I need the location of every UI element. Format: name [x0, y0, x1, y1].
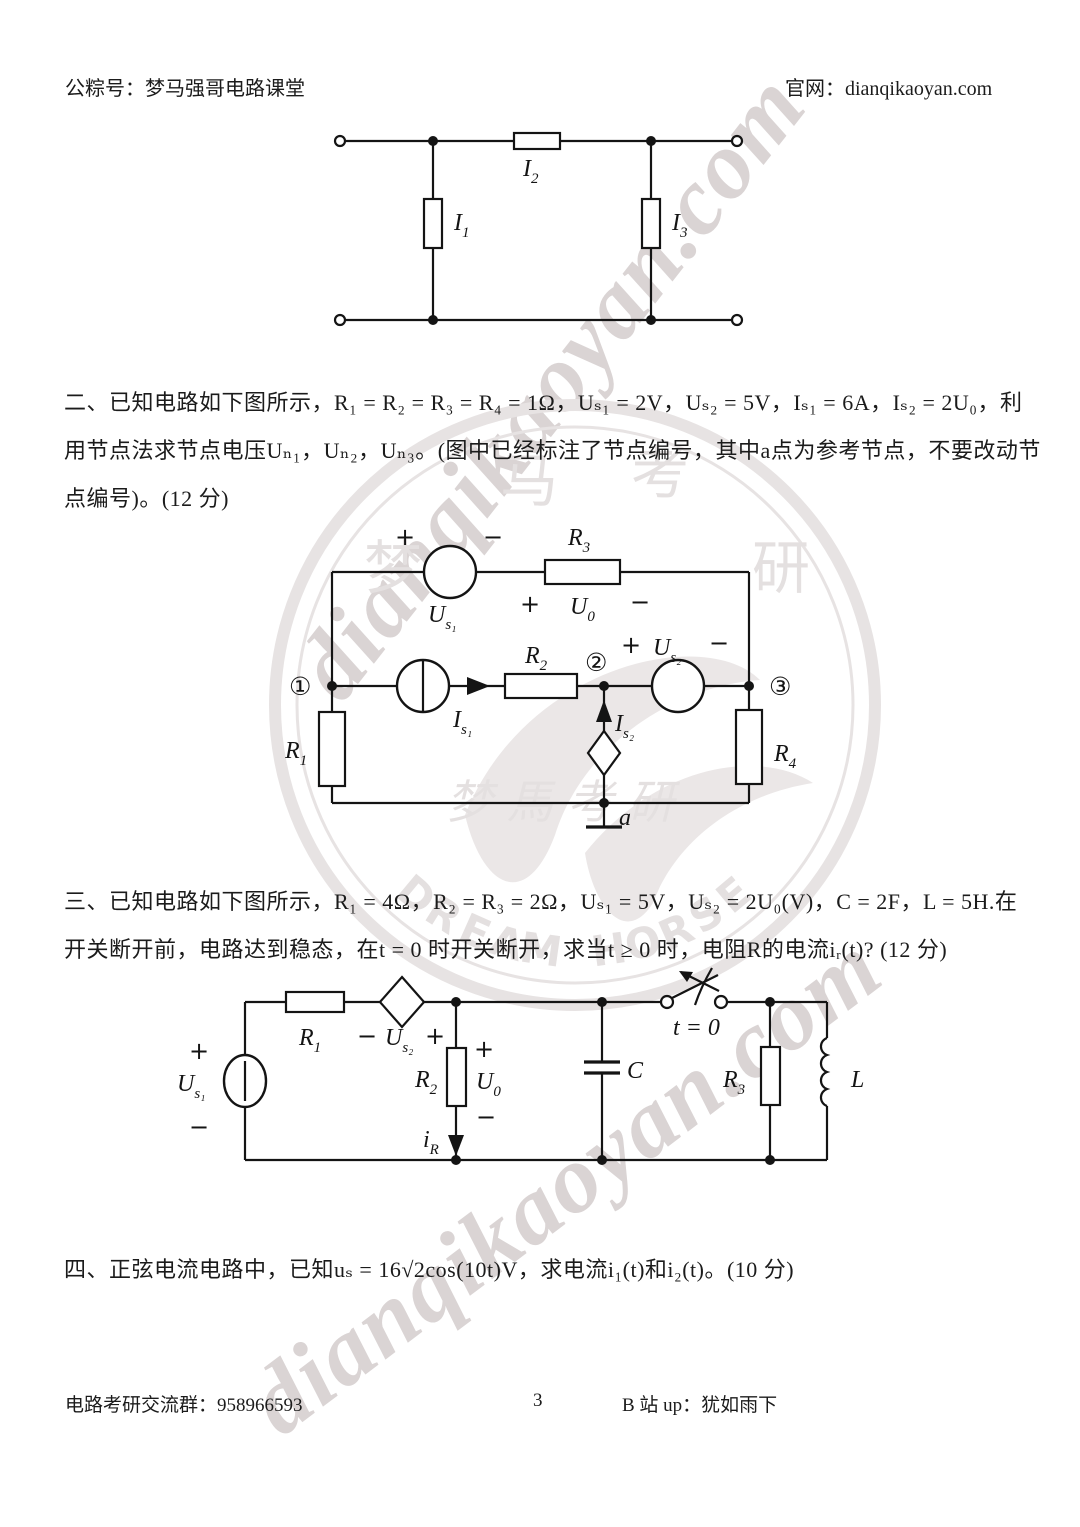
fig1-resistor-I3	[640, 197, 662, 250]
fig2-ref-node-label: a	[619, 805, 631, 831]
fig2-label-Us1: Us₁	[428, 602, 456, 633]
fig3-label-R3: R3	[722, 1067, 745, 1098]
header-account-label: 公粽号：梦马强哥电路课堂	[65, 78, 305, 100]
fig2-label-Is2: Is₂	[614, 711, 634, 742]
svg-text:H: H	[588, 923, 630, 976]
fig3-dependent-source-Us2	[378, 975, 426, 1029]
fig3-label-iR: iR	[423, 1127, 439, 1158]
svg-text:M: M	[517, 922, 565, 976]
fig3-Us1-plus: +	[189, 1037, 209, 1065]
fig3-label-L: L	[850, 1067, 864, 1093]
fig2-label-R1: R1	[285, 738, 307, 769]
watermark-logo: 梦 马 考 研 D R E A M H O R S E 梦 馬 考 研	[269, 399, 881, 1011]
fig2-label-U0: U0	[570, 594, 595, 625]
problem2-line3: 点编号)。(12 分)	[64, 486, 229, 511]
fig1-label-I2: I2	[522, 156, 539, 187]
fig3-capacitor-C	[584, 1060, 620, 1075]
fig2-voltage-source-Us1	[422, 544, 478, 600]
fig1-resistor-I2	[512, 131, 562, 151]
fig2-current-arrow-Is2	[596, 700, 612, 722]
fig1-resistor-I1	[422, 197, 444, 250]
fig2-node2-label: ②	[585, 648, 607, 677]
footer-page-number: 3	[533, 1390, 543, 1411]
fig3-label-C: C	[627, 1058, 644, 1084]
problem2-line1: 二、已知电路如下图所示，R₁ = R₂ = R₃ = R₄ = 1Ω，Uₛ₁ =…	[64, 390, 1023, 415]
fig3-current-arrow-iR	[448, 1135, 464, 1156]
fig2-junction-dots	[327, 681, 754, 808]
fig2-resistor-R2	[503, 672, 579, 700]
fig3-Us2-plus: +	[425, 1022, 445, 1050]
fig2-label-R2: R2	[524, 643, 548, 674]
fig1-junction-dots	[428, 136, 656, 325]
fig2-node3-label: ③	[769, 672, 791, 701]
fig1-terminals	[333, 134, 744, 327]
header-website-label: 官网：dianqikaoyan.com	[785, 78, 993, 100]
fig3-label-Us2: Us₂	[385, 1025, 413, 1056]
problem3-line2: 开关断开前，电路达到稳态，在t = 0 时开关断开，求当t ≥ 0 时，电阻R的…	[64, 937, 948, 962]
fig3-junction-dots	[451, 997, 775, 1165]
logo-char-ma: 马	[500, 447, 558, 515]
fig3-switch-label: t = 0	[673, 1015, 720, 1041]
fig2-Us1-plus: +	[395, 523, 415, 551]
fig3-Us2-minus: −	[357, 1022, 377, 1050]
fig1-label-I3: I3	[671, 210, 688, 241]
circuit-figure-2: + − Us₁ R3 + U0 − ① Is₁ R2 ② + Us₂ − ③ R…	[285, 523, 797, 831]
fig3-voltage-source-Us1	[222, 1053, 268, 1109]
fig2-current-source-Is1	[395, 658, 451, 714]
fig2-dependent-source-Is2	[586, 729, 622, 777]
logo-tail-shape	[585, 765, 813, 922]
fig3-label-Us1: Us₁	[177, 1071, 205, 1102]
fig2-Us2-plus: +	[621, 631, 641, 659]
fig3-switch	[659, 967, 729, 1010]
fig2-U0-minus: −	[630, 588, 650, 616]
fig3-inductor-L	[819, 1036, 831, 1108]
footer-uploader-label: B 站 up：犹如雨下	[622, 1395, 778, 1416]
fig3-resistor-R2	[445, 1046, 468, 1108]
fig3-U0-plus: +	[474, 1035, 494, 1063]
fig3-resistor-R1	[284, 990, 346, 1014]
fig3-label-R2: R2	[414, 1067, 438, 1098]
fig2-label-Is1: Is₁	[452, 707, 472, 738]
fig3-U0-minus: −	[476, 1103, 496, 1131]
fig3-resistor-R3	[759, 1045, 782, 1107]
fig2-resistor-R4	[734, 708, 764, 786]
fig3-Us1-minus: −	[189, 1113, 209, 1141]
fig2-current-arrow-Is1	[467, 677, 490, 695]
fig2-node1-label: ①	[289, 672, 311, 701]
logo-char-meng: 梦	[364, 534, 422, 602]
circuit-figure-3: + Us₁ − R1 − Us₂ + R2 + U0 − iR C t = 0 …	[177, 967, 864, 1165]
fig2-label-R3: R3	[567, 525, 590, 556]
fig2-label-R4: R4	[773, 741, 797, 772]
fig2-Us2-minus: −	[709, 629, 729, 657]
logo-char-yan: 研	[752, 534, 810, 602]
footer-group-label: 电路考研交流群：958966593	[65, 1395, 303, 1416]
problem2-line2: 用节点法求节点电压Uₙ₁，Uₙ₂，Uₙ₃。(图中已经标注了节点编号，其中a点为参…	[64, 438, 1041, 463]
logo-char-kao: 考	[631, 439, 689, 507]
logo-wing-shape	[465, 656, 760, 883]
fig3-label-U0: U0	[476, 1069, 501, 1100]
fig2-resistor-R1	[317, 710, 347, 788]
problem3-line1: 三、已知电路如下图所示，R₁ = 4Ω，R₂ = R₃ = 2Ω，Uₛ₁ = 5…	[64, 889, 1018, 914]
fig1-label-I1: I1	[453, 210, 470, 241]
fig3-wires	[243, 1000, 829, 1162]
circuit-figure-1: I1 I2 I3	[333, 131, 744, 327]
fig2-U0-plus: +	[520, 590, 540, 618]
fig3-label-R1: R1	[298, 1025, 321, 1056]
fig2-Us1-minus: −	[483, 523, 503, 551]
fig2-voltage-source-Us2	[650, 658, 706, 714]
fig2-resistor-R3	[543, 558, 622, 586]
fig2-label-Us2: Us₂	[653, 635, 681, 666]
problem4-line1: 四、正弦电流电路中，已知uₛ = 16√2cos(10t)V，求电流i₁(t)和…	[64, 1257, 795, 1282]
